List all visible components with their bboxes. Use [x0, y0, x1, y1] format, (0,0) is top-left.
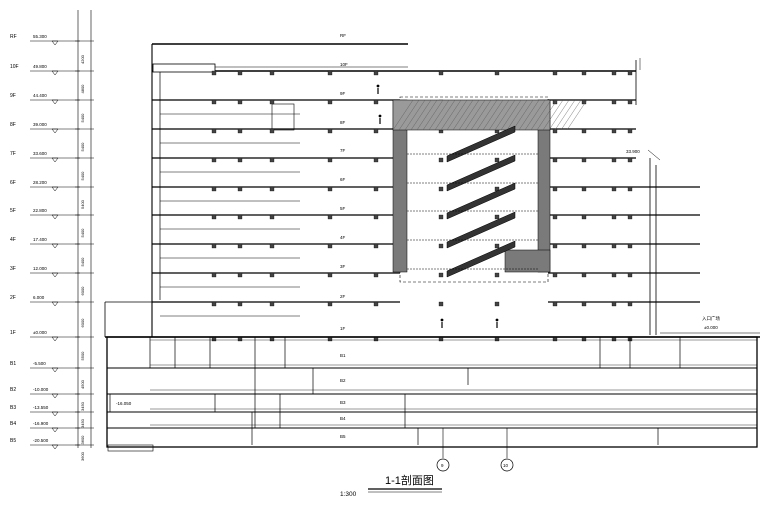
floor-label-12: B2 [340, 378, 346, 383]
level-dimension-1: 4800 [80, 84, 85, 94]
level-name-7: 4F [10, 237, 16, 243]
level-dimension-8: 6000 [80, 286, 85, 296]
floor-label-1: 10F [340, 62, 348, 67]
level-name-5: 6F [10, 180, 16, 186]
axis-label-10: 10 [503, 463, 509, 468]
floor-label-10: 1F [340, 326, 346, 331]
drawing-title: 1-1剖面图 [385, 473, 434, 487]
escalator-atrium [392, 96, 588, 283]
level-dimension-7: 5400 [80, 257, 85, 267]
floor-label-11: B1 [340, 353, 346, 358]
level-elevation-6: 22.800 [33, 208, 47, 213]
floor-label-15: B5 [340, 434, 346, 439]
level-name-15: B5 [10, 438, 16, 444]
floor-label-0: RF [340, 33, 346, 38]
drawing-scale: 1:300 [340, 491, 357, 498]
level-dimension-12: 3450 [80, 401, 85, 411]
floor-label-9: 2F [340, 294, 346, 299]
level-name-14: B4 [10, 421, 16, 427]
level-dimension-15: 3600 [80, 451, 85, 461]
level-dimension-3: 5400 [80, 142, 85, 152]
axis-bubble-9 [436, 458, 450, 472]
level-elevation-9: 6.000 [33, 295, 45, 300]
level-elevation-12: -10.000 [33, 387, 49, 392]
level-elevation-2: 44.400 [33, 93, 47, 98]
level-elevation-13: -13.550 [33, 405, 49, 410]
level-elevation-3: 39.000 [33, 122, 47, 127]
level-name-2: 9F [10, 93, 16, 99]
floor-label-3: 8F [340, 120, 346, 125]
level-dimension-5: 5400 [80, 199, 85, 209]
building-section [104, 43, 760, 452]
level-name-13: B3 [10, 405, 16, 411]
level-dimension-column: RF 55.300 4200 10F 49.800 4800 9F 44.400 5400 8F 3… [10, 10, 94, 461]
floor-label-2: 9F [340, 91, 346, 96]
level-dimension-13: 3450 [80, 418, 85, 428]
level-elevation-0: 55.300 [33, 34, 47, 39]
level-dimension-2: 5400 [80, 113, 85, 123]
floor-label-5: 6F [340, 177, 346, 182]
floor-label-7: 4F [340, 235, 346, 240]
level-elevation-15: -20.500 [33, 438, 49, 443]
level-name-10: 1F [10, 330, 16, 336]
axis-bubble-10 [500, 458, 514, 472]
level-dimension-4: 5400 [80, 171, 85, 181]
floor-label-8: 3F [340, 264, 346, 269]
level-elevation-11: -5.500 [33, 361, 46, 366]
level-name-6: 5F [10, 208, 16, 214]
level-dimension-14: 3600 [80, 435, 85, 445]
level-elevation-1: 49.800 [33, 64, 47, 69]
level-dimension-0: 4200 [80, 54, 85, 64]
floor-label-6: 5F [340, 206, 346, 211]
entrance-elevation-label: ±0.000 [704, 325, 718, 330]
level-name-3: 8F [10, 122, 16, 128]
level-dimension-6: 5400 [80, 228, 85, 238]
level-name-8: 3F [10, 266, 16, 272]
level-elevation-4: 33.600 [33, 151, 47, 156]
level-elevation-7: 17.400 [33, 237, 47, 242]
axis-label-9: 9 [441, 463, 444, 468]
entrance-label: 入口广场 [702, 315, 720, 322]
level-dimension-10: 5500 [80, 351, 85, 361]
level-name-0: RF [10, 34, 17, 40]
level-name-4: 7F [10, 151, 16, 157]
level-name-9: 2F [10, 295, 16, 301]
side-elevation-label: -16.050 [116, 401, 132, 406]
level-elevation-10: ±0.000 [33, 330, 47, 335]
level-elevation-14: -16.900 [33, 421, 49, 426]
level-name-12: B2 [10, 387, 16, 393]
level-name-1: 10F [10, 64, 19, 70]
roof-elevation-label: 33.900 [626, 149, 640, 154]
floor-label-4: 7F [340, 148, 346, 153]
level-dimension-11: 4500 [80, 379, 85, 389]
level-elevation-8: 12.000 [33, 266, 47, 271]
level-dimension-9: 6000 [80, 318, 85, 328]
floor-label-13: B3 [340, 400, 346, 405]
floor-label-14: B4 [340, 416, 346, 421]
level-name-11: B1 [10, 361, 16, 367]
level-elevation-5: 28.200 [33, 180, 47, 185]
